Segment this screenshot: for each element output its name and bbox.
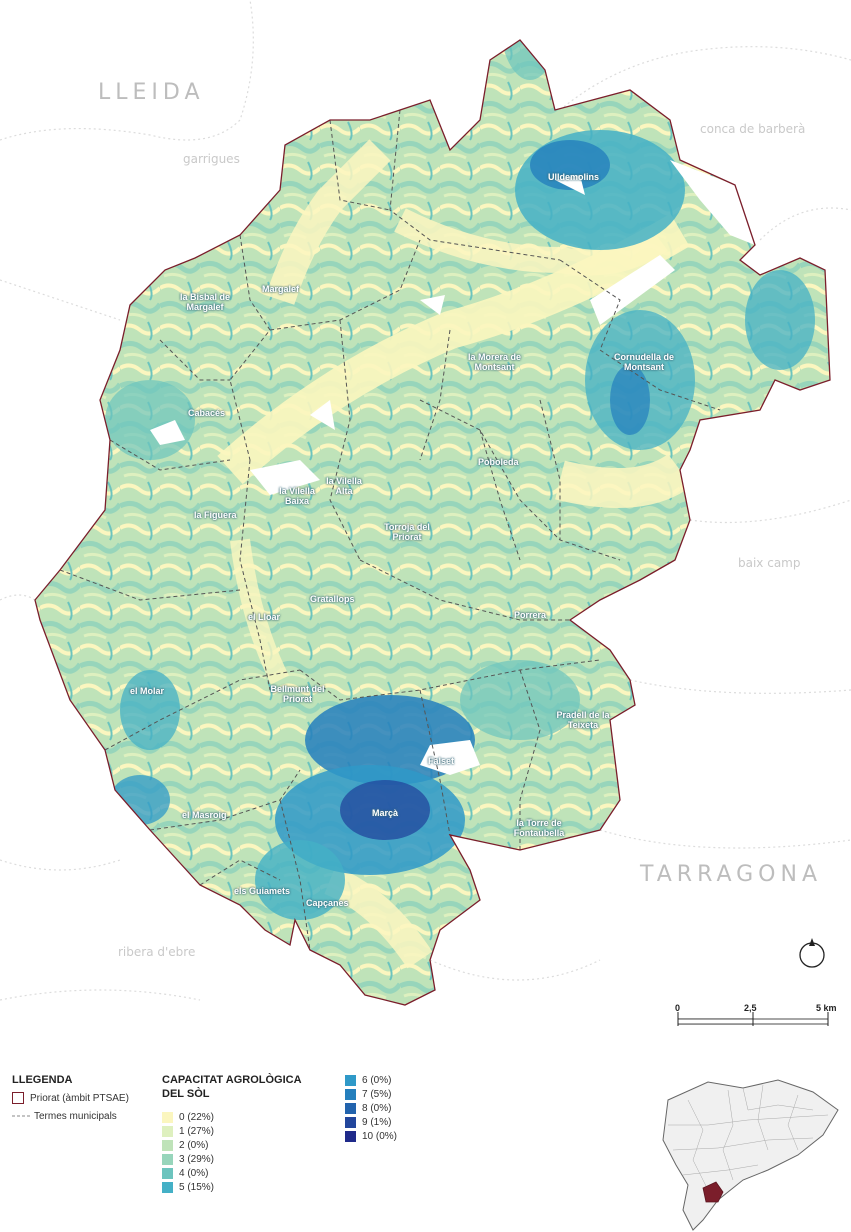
region-label-baix-camp: baix camp (738, 556, 801, 570)
legend-swatch (345, 1130, 356, 1142)
scale-label-end: 5 km (816, 1003, 837, 1013)
town-label: Gratallops (310, 594, 355, 604)
municipal-boundaries (59, 109, 721, 951)
capacitat-class-item: 8 (0%) (345, 1101, 391, 1115)
legend-swatch (345, 1088, 356, 1100)
legend-label: 9 (1%) (362, 1116, 392, 1128)
town-label: Bellmunt del Priorat (270, 684, 325, 704)
legend-item-termes: Termes municipals (12, 1109, 117, 1123)
legend-label: Termes municipals (34, 1110, 117, 1122)
capacitat-class-item: 0 (22%) (162, 1110, 214, 1124)
capacitat-class-item: 5 (15%) (162, 1180, 214, 1194)
scale-bar (677, 1012, 829, 1026)
town-label: el Molar (130, 686, 165, 696)
north-arrow-icon (799, 938, 825, 968)
town-label: la Torre de Fontaubella (513, 818, 565, 838)
town-label: Cabacés (188, 408, 226, 418)
capacitat-title-line2: DEL SÒL (162, 1088, 210, 1100)
legend-swatch (162, 1111, 173, 1123)
excluded-area (670, 160, 755, 245)
capacitat-class-item: 4 (0%) (162, 1166, 208, 1180)
town-label: la Vilella Alta (326, 476, 362, 496)
region-label-garrigues: garrigues (183, 152, 240, 166)
capacitat-title-line1: CAPACITAT AGROLÒGICA (162, 1074, 302, 1086)
legend-label: 6 (0%) (362, 1074, 392, 1086)
region-label-tarragona: TARRAGONA (640, 862, 822, 887)
town-label: els Guiamets (234, 886, 291, 896)
legend-swatch-outline (12, 1092, 24, 1104)
town-label: la Vilella Baixa (279, 486, 315, 506)
legend-label: 5 (15%) (179, 1181, 215, 1193)
legend-label: 4 (0%) (179, 1167, 209, 1179)
town-label: Falset (428, 756, 455, 766)
region-label-ribera: ribera d'ebre (118, 945, 196, 959)
town-label: el Masroig (182, 810, 227, 820)
region-label-conca: conca de barberà (700, 122, 806, 136)
scale-label-mid: 2,5 (744, 1003, 757, 1013)
legend-label: 0 (22%) (179, 1111, 215, 1123)
town-label: Torroja del Priorat (384, 522, 430, 542)
neighbour-boundaries (0, 0, 851, 1001)
town-label: Pradell de la Teixeta (556, 710, 610, 730)
town-label: Capçanes (306, 898, 349, 908)
capacitat-class-item: 1 (27%) (162, 1124, 214, 1138)
town-label: Poboleda (478, 457, 519, 467)
town-label: la Figuera (194, 510, 237, 520)
scale-label-zero: 0 (675, 1003, 681, 1013)
legend-swatch (162, 1181, 173, 1193)
town-label: Porrera (514, 610, 547, 620)
legend-label: 8 (0%) (362, 1102, 392, 1114)
capacitat-class-item: 9 (1%) (345, 1115, 391, 1129)
town-label: el Lloar (248, 612, 281, 622)
legend-label: Priorat (àmbit PTSAE) (30, 1092, 129, 1104)
town-label: la Bisbal de Margalef (179, 292, 231, 312)
map-svg (0, 0, 851, 1026)
dashed-line-icon (12, 1115, 30, 1117)
legend-swatch (162, 1167, 173, 1179)
town-label: Cornudella de Montsant (613, 352, 674, 372)
legend-swatch (345, 1102, 356, 1114)
inset-locator-map (662, 1079, 839, 1231)
legend-label: 10 (0%) (362, 1130, 398, 1142)
legend-label: 3 (29%) (179, 1153, 215, 1165)
town-label: la Morera de Montsant (467, 352, 522, 372)
capacitat-class-item: 2 (0%) (162, 1138, 208, 1152)
map-canvas: LLEIDA garrigues conca de barberà baix c… (0, 0, 851, 1026)
legend-swatch (162, 1139, 173, 1151)
capacitat-class-item: 3 (29%) (162, 1152, 214, 1166)
legend-title: LLEGENDA (12, 1074, 73, 1086)
legend-swatch (345, 1074, 356, 1086)
region-label-lleida: LLEIDA (98, 80, 205, 105)
legend-item-priorat: Priorat (àmbit PTSAE) (12, 1091, 129, 1105)
legend-swatch (162, 1153, 173, 1165)
legend-label: 7 (5%) (362, 1088, 392, 1100)
legend-swatch (345, 1116, 356, 1128)
capacitat-class-item: 10 (0%) (345, 1129, 397, 1143)
inset-comarques (668, 1084, 829, 1191)
capacitat-class-item: 6 (0%) (345, 1073, 391, 1087)
priorat-location-marker (702, 1181, 724, 1203)
legend-swatch (162, 1125, 173, 1137)
capacitat-class-item: 7 (5%) (345, 1087, 391, 1101)
town-label: Ulldemolins (548, 172, 600, 182)
town-label: Marçà (372, 808, 399, 818)
legend-label: 2 (0%) (179, 1139, 209, 1151)
town-label: Margalef (262, 284, 300, 294)
legend-label: 1 (27%) (179, 1125, 215, 1137)
